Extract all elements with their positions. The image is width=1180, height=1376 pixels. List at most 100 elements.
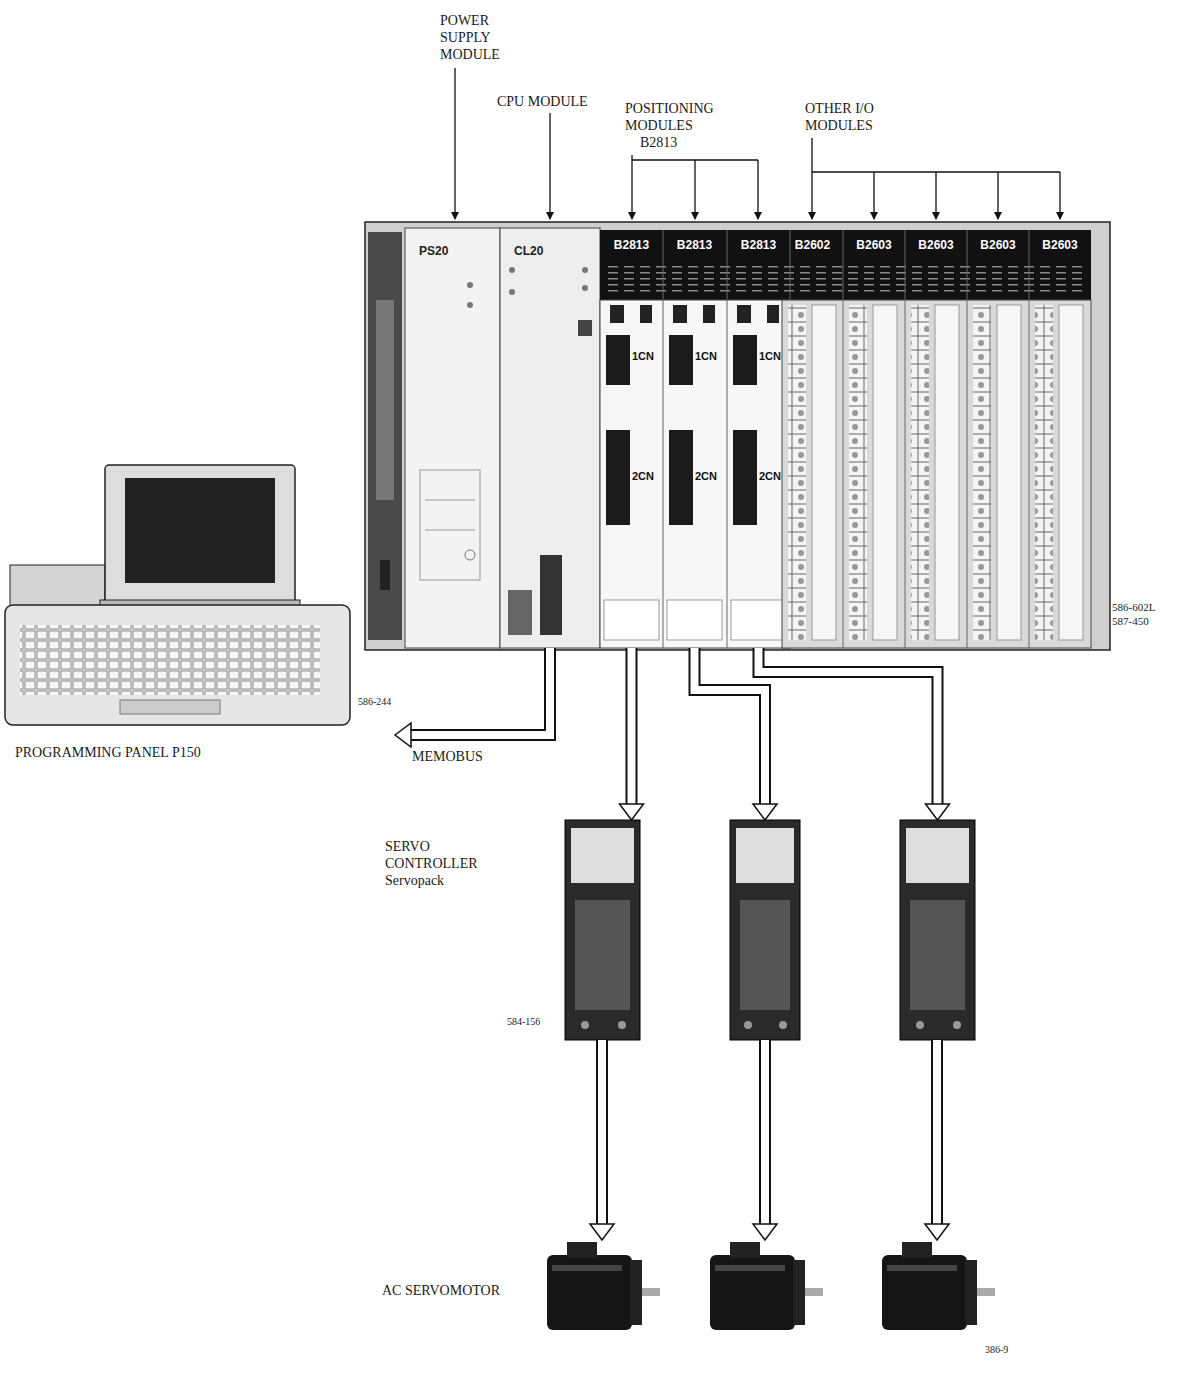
illustration-part <box>365 222 1110 650</box>
illustration-part <box>730 1242 760 1258</box>
servopack <box>730 820 800 1040</box>
illustration-part <box>910 900 965 1010</box>
ac-servomotor: 386-9 <box>877 1240 997 1340</box>
illustration-part <box>733 430 757 525</box>
illustration-part <box>578 320 592 336</box>
node-text: 2CN <box>632 470 654 483</box>
plc-rack <box>365 222 1110 650</box>
illustration-part <box>767 305 779 323</box>
illustration-part <box>703 305 715 323</box>
node-text: SERVO CONTROLLER Servopack <box>385 838 490 889</box>
illustration-part <box>567 1242 597 1258</box>
node-text: B2603 <box>843 238 905 253</box>
illustration-part <box>549 113 550 219</box>
illustration-part <box>694 160 695 219</box>
node-text: B2603 <box>1029 238 1091 253</box>
illustration-part <box>125 478 275 583</box>
illustration-part <box>967 230 968 648</box>
illustration-part <box>604 262 1088 296</box>
illustration-part <box>20 625 320 695</box>
arrow-head <box>926 804 950 820</box>
cpu-module: CL20 <box>500 228 600 648</box>
illustration-part <box>640 305 652 323</box>
illustration-part <box>873 305 897 640</box>
arrow-body <box>410 648 550 735</box>
illustration-part <box>715 1265 785 1271</box>
illustration-part <box>631 155 632 219</box>
illustration-part <box>604 600 659 640</box>
node-text: 386-9 <box>985 1344 1008 1356</box>
illustration-part <box>376 300 394 500</box>
illustration-part <box>710 1255 795 1330</box>
illustration-part <box>5 605 350 725</box>
illustration-part <box>582 285 588 291</box>
arrow-outline <box>931 1040 943 1225</box>
hollow-arrow <box>395 648 550 747</box>
node-text: B2603 <box>905 238 967 253</box>
illustration-part <box>120 700 220 714</box>
illustration-part <box>600 300 790 648</box>
illustration-part <box>1059 172 1060 219</box>
illustration-part <box>997 305 1021 640</box>
illustration-part <box>812 305 836 640</box>
illustration-part <box>736 828 794 883</box>
illustration-part <box>565 820 640 1040</box>
illustration-part <box>454 68 455 219</box>
positioning-module: B28131CN2CN <box>663 228 726 648</box>
io-module: B2603 <box>967 228 1029 648</box>
arrow-head <box>590 1224 614 1240</box>
node-text: B2603 <box>967 238 1029 253</box>
hollow-arrow <box>590 1040 614 1240</box>
illustration-part <box>788 305 806 640</box>
callout-label: CPU MODULE <box>497 93 588 110</box>
illustration-part <box>663 230 664 648</box>
node-text: PROGRAMMING PANEL P150 <box>15 744 201 761</box>
illustration-part <box>873 172 874 219</box>
illustration-part <box>953 1021 961 1029</box>
illustration-part <box>10 565 105 607</box>
illustration-part <box>805 1288 823 1296</box>
illustration-part <box>740 900 790 1010</box>
arrow-body <box>759 648 938 805</box>
illustration-part <box>667 600 722 640</box>
illustration-part <box>916 1021 924 1029</box>
illustration-part <box>610 305 624 323</box>
illustration-part <box>779 1021 787 1029</box>
illustration-part <box>782 300 1091 648</box>
arrow-body <box>933 1040 941 1225</box>
illustration-part <box>849 305 867 640</box>
illustration-part <box>900 820 975 1040</box>
illustration-part <box>935 305 959 640</box>
illustration-part <box>368 232 402 640</box>
illustration-part <box>425 530 475 531</box>
illustration-part <box>1035 305 1053 640</box>
illustration-part <box>811 138 812 219</box>
arrow-outline <box>759 1040 771 1225</box>
power-supply-module: PS20 <box>405 228 500 648</box>
illustration-part <box>737 305 751 323</box>
node-text: CL20 <box>514 244 543 259</box>
arrow-head <box>753 1224 777 1240</box>
illustration-part <box>1059 305 1083 640</box>
illustration-part <box>582 267 588 273</box>
callout-label: POSITIONING MODULES <box>625 100 737 134</box>
node-text: 1CN <box>632 350 654 363</box>
io-module: B2603 <box>905 228 967 648</box>
callout-label: OTHER I/O MODULES <box>805 100 917 134</box>
illustration-part <box>733 335 757 385</box>
illustration-part <box>500 228 600 648</box>
illustration-part <box>425 500 475 501</box>
positioning-module: B28131CN2CN <box>600 228 663 648</box>
motor-illustrations <box>547 1242 995 1330</box>
illustration-part <box>887 1265 957 1271</box>
arrow-head <box>925 1224 949 1240</box>
illustration-part <box>575 900 630 1010</box>
arrow-outline <box>626 648 638 805</box>
illustration-part <box>547 1255 632 1330</box>
illustration-part <box>1029 230 1030 648</box>
illustration-part <box>571 828 634 883</box>
illustration-part <box>977 1288 995 1296</box>
node-text: B2813 <box>727 238 790 253</box>
illustration-part <box>606 430 630 525</box>
